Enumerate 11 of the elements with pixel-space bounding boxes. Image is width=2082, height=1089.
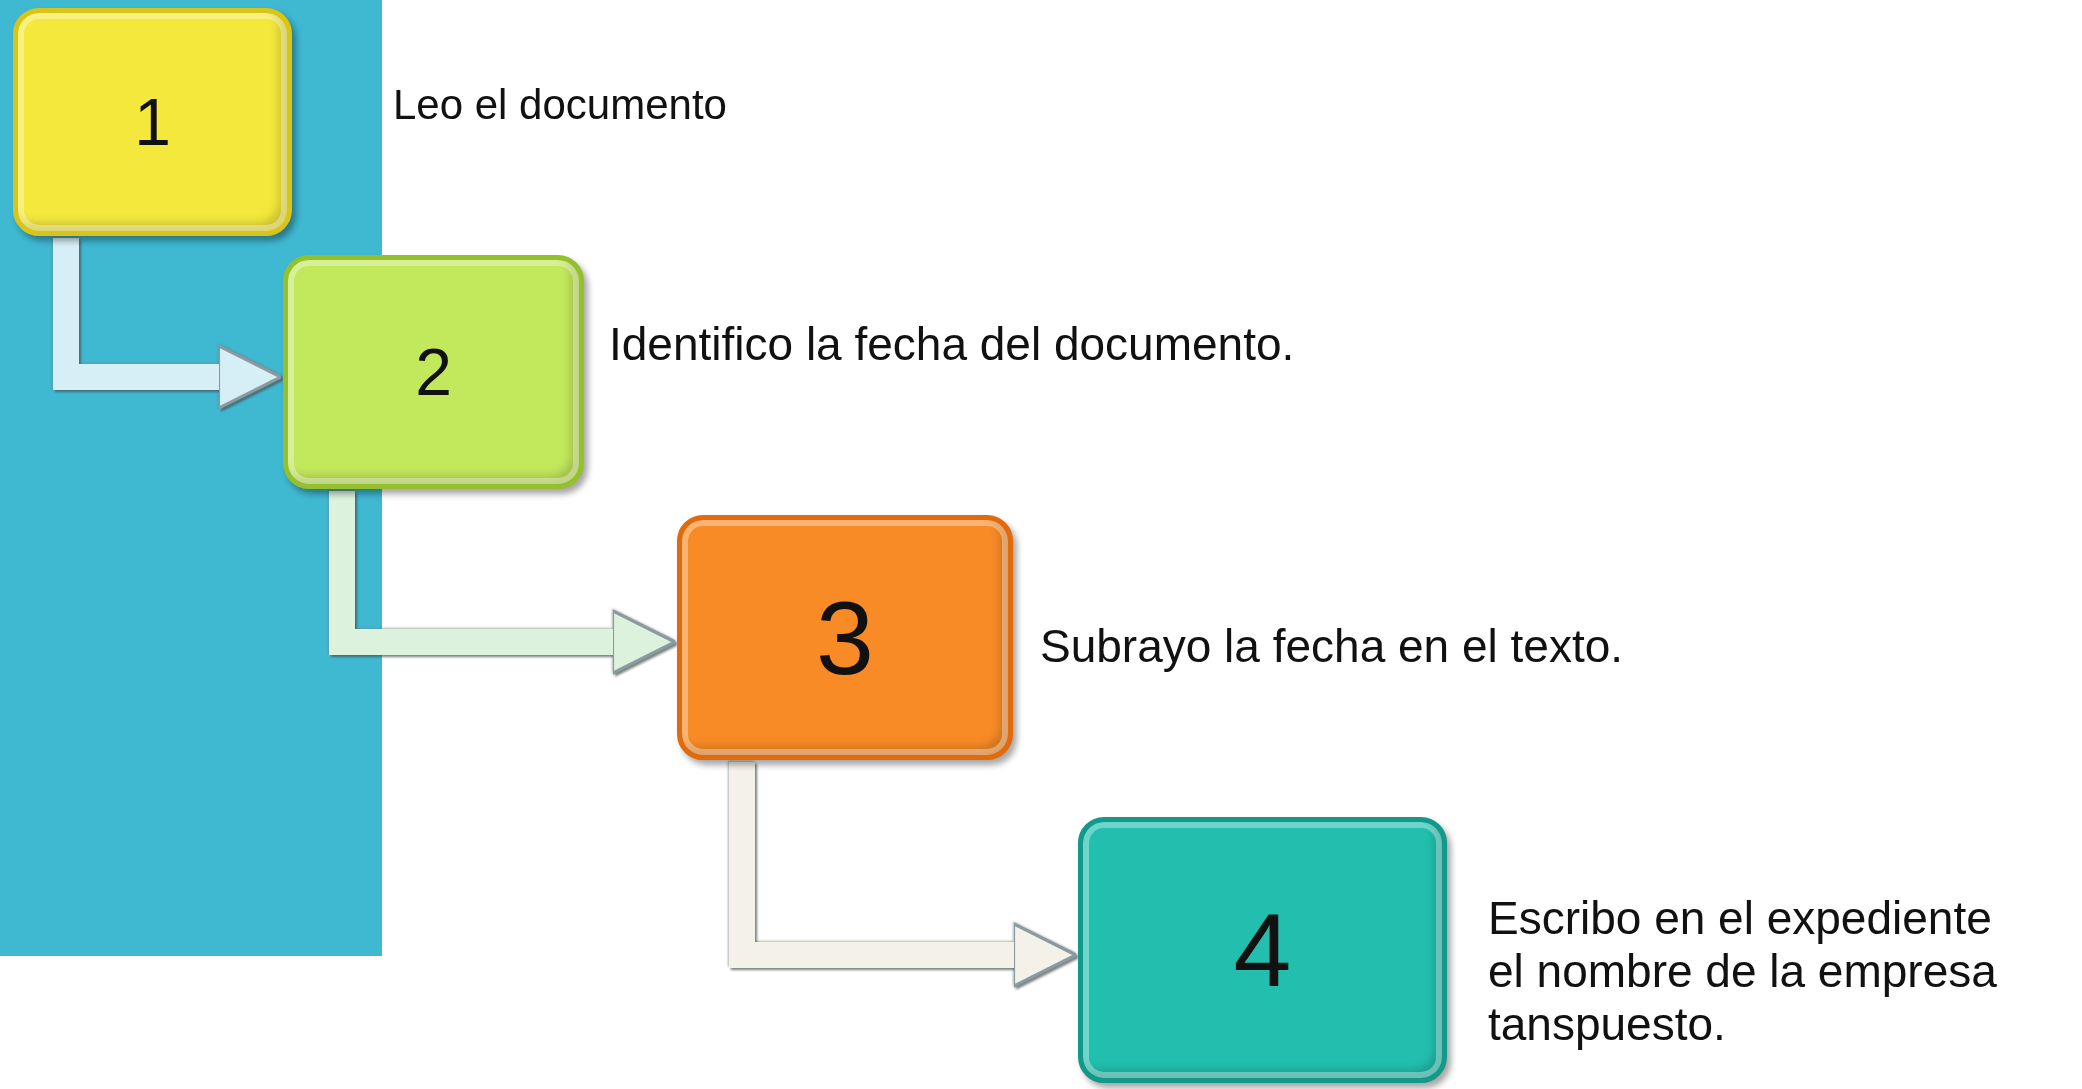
step-description: Leo el documento bbox=[393, 81, 728, 130]
step-description: Subrayo la fecha en el texto. bbox=[1040, 620, 1625, 673]
arrow bbox=[729, 762, 1078, 988]
step-number: 1 bbox=[134, 89, 171, 155]
step-number: 3 bbox=[816, 585, 874, 690]
arrow bbox=[53, 238, 283, 410]
step-description: Escribo en el expediente el nombre de la empresa tanspuesto. bbox=[1488, 892, 1998, 1051]
step-number: 2 bbox=[415, 339, 452, 405]
arrow bbox=[329, 491, 677, 675]
step-description: Identifico la fecha del documento. bbox=[609, 318, 1296, 371]
step-number: 4 bbox=[1233, 898, 1292, 1002]
